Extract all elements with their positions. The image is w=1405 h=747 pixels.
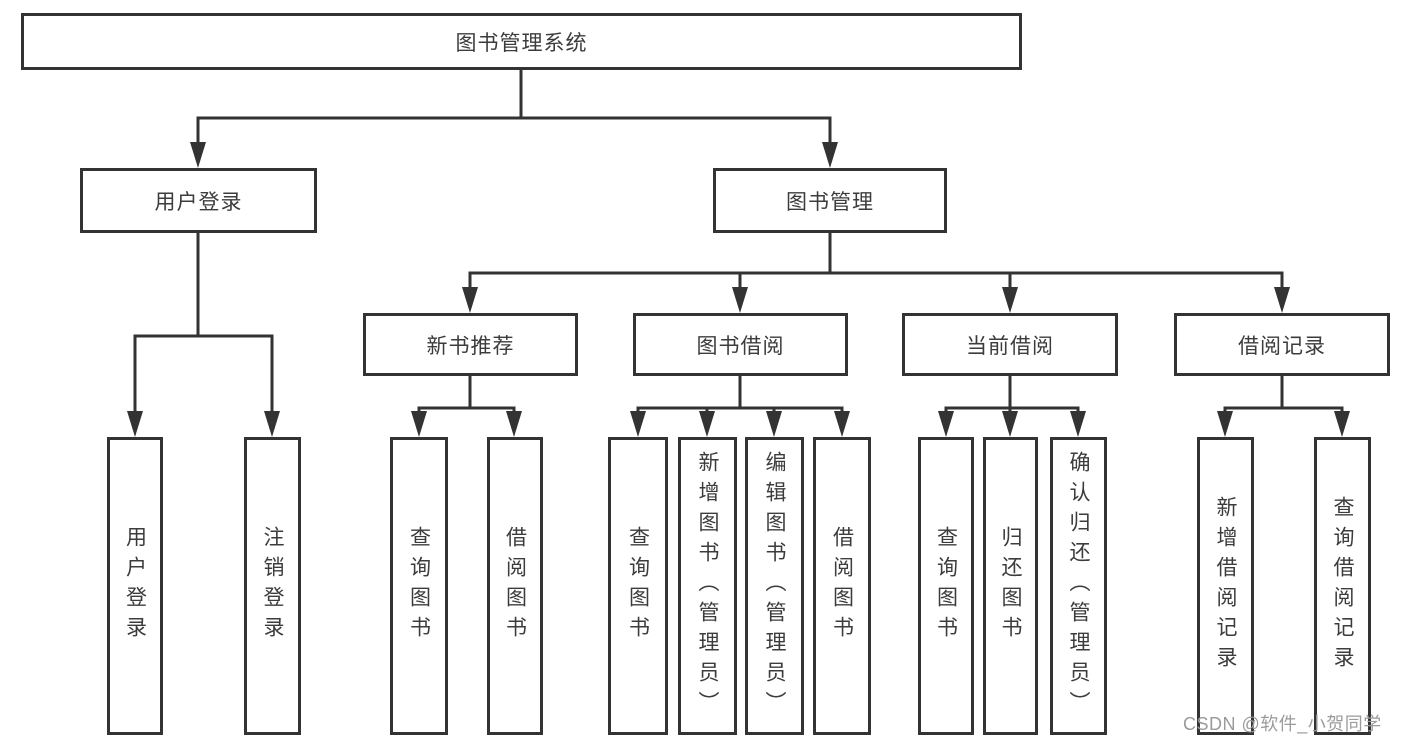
node-label: 新书推荐 (426, 334, 515, 358)
leaf-query-books: 查询图书 (918, 437, 974, 735)
node-library-management-system: 图书管理系统 (21, 13, 1022, 70)
edge-current-borrow-to-leaves (944, 374, 1080, 414)
node-current-borrowing: 当前借阅 (902, 313, 1118, 376)
edge-book-borrow-to-leaves (636, 374, 844, 414)
node-book-borrowing: 图书借阅 (633, 313, 848, 376)
node-label: 用户登录 (123, 526, 147, 646)
node-label: 新增借阅记录 (1214, 496, 1237, 676)
leaf-user-login: 用户登录 (107, 437, 163, 735)
node-label: 注销登录 (261, 526, 284, 646)
leaf-query-books: 查询图书 (608, 437, 668, 735)
arrowhead (462, 287, 478, 313)
node-label: 借阅图书 (830, 526, 854, 646)
csdn-watermark: CSDN @软件_小贺同学 (1183, 714, 1382, 734)
arrowhead (732, 287, 748, 313)
arrowhead (411, 411, 427, 437)
node-label: 查询借阅记录 (1331, 496, 1354, 676)
arrowhead (1334, 411, 1350, 437)
leaf-add-books-admin: 新增图书（管理员） (678, 437, 737, 735)
arrowhead (190, 142, 206, 168)
edge-new-books-to-leaves (417, 374, 516, 414)
edge-user-login-to-leaves (133, 231, 274, 414)
node-book-management: 图书管理 (713, 168, 947, 233)
arrowhead (1002, 287, 1018, 313)
node-label: 图书借阅 (696, 334, 785, 358)
leaf-return-books: 归还图书 (983, 437, 1038, 735)
arrowhead (506, 411, 522, 437)
node-label: 图书管理系统 (455, 31, 588, 55)
arrowhead (938, 411, 954, 437)
leaf-logout: 注销登录 (244, 437, 301, 735)
node-label: 借阅记录 (1238, 334, 1326, 358)
node-label: 用户登录 (154, 190, 243, 214)
leaf-confirm-return-admin: 确认归还（管理员） (1050, 437, 1107, 735)
edge-root-to-level2 (196, 69, 832, 145)
arrowhead (834, 411, 850, 437)
edge-book-management-to-level3 (468, 231, 1284, 290)
arrowheads (127, 142, 1350, 437)
arrowhead (766, 411, 782, 437)
node-label: 查询图书 (626, 526, 650, 646)
leaf-edit-books-admin: 编辑图书（管理员） (745, 437, 804, 735)
node-label: 当前借阅 (966, 334, 1054, 358)
leaf-add-borrow-record: 新增借阅记录 (1197, 437, 1254, 735)
node-label: 借阅图书 (503, 526, 527, 646)
arrowhead (822, 142, 838, 168)
node-label: 查询图书 (407, 526, 431, 646)
arrowhead (699, 411, 715, 437)
node-user-login: 用户登录 (80, 168, 317, 233)
leaf-query-books: 查询图书 (390, 437, 448, 735)
arrowhead (264, 411, 280, 437)
arrowhead (1070, 411, 1086, 437)
leaf-borrow-books: 借阅图书 (813, 437, 871, 735)
arrowhead (127, 411, 143, 437)
edge-borrow-records-to-leaves (1223, 374, 1344, 414)
node-borrow-records: 借阅记录 (1174, 313, 1390, 376)
node-new-book-recommendation: 新书推荐 (363, 313, 578, 376)
leaf-borrow-books: 借阅图书 (487, 437, 543, 735)
node-label: 编辑图书（管理员） (763, 451, 786, 721)
node-label: 归还图书 (999, 526, 1022, 646)
node-label: 图书管理 (786, 190, 874, 214)
leaf-query-borrow-record: 查询借阅记录 (1314, 437, 1371, 735)
arrowhead (1217, 411, 1233, 437)
node-label: 查询图书 (934, 526, 958, 646)
node-label: 新增图书（管理员） (696, 451, 719, 721)
arrowhead (630, 411, 646, 437)
node-label: 确认归还（管理员） (1067, 451, 1090, 721)
arrowhead (1002, 411, 1018, 437)
arrowhead (1274, 287, 1290, 313)
